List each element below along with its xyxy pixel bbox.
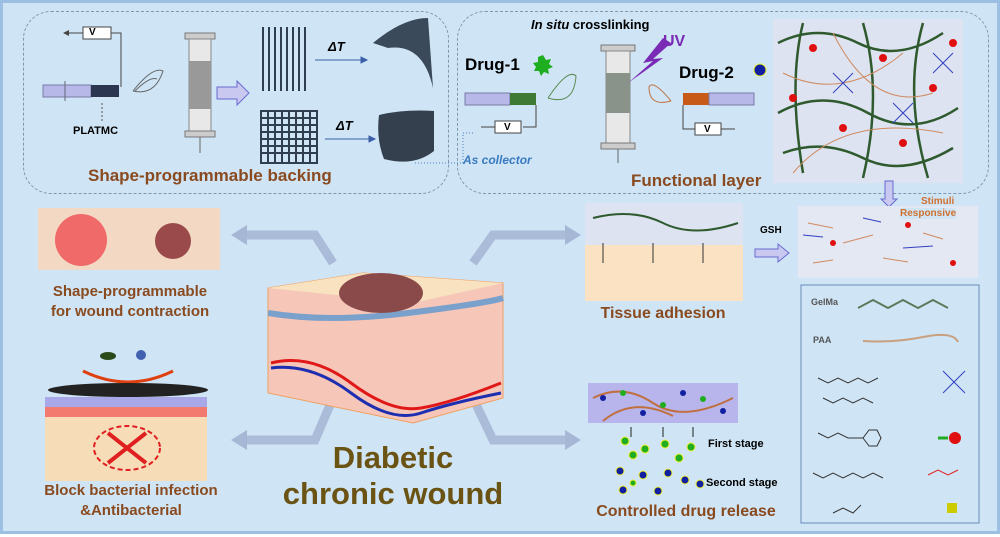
contraction-label-2: for wound contraction [50,303,210,320]
uv-label: UV [663,33,686,50]
aligned-fibers [262,27,306,91]
spray-cone [132,69,164,93]
first-stage-label: First stage [708,438,764,450]
antibacterial-label-2: &Antibacterial [80,502,182,519]
functional-title: Functional layer [631,171,762,190]
quaternary-ammonium-icon [947,503,957,513]
stimuli-label: Stimuli [921,196,955,207]
drug2-dot-icon [753,63,767,77]
gsh-label: GSH [760,225,782,236]
delta-t-label: ΔT [336,118,353,133]
crosslinking-text: crosslinking [572,17,650,32]
drug2-cone [648,84,672,103]
second-stage-label: Second stage [706,477,778,489]
antibacterial-illustration [45,350,208,481]
backing-panel [23,11,449,194]
center-title-1: Diabetic [332,440,454,475]
responsive-label: Responsive [900,208,957,219]
tissue-adhesion-illustration [585,203,743,301]
syringe-drug2 [682,92,755,136]
process-arrow [216,79,250,107]
legend-box [800,284,980,524]
drug1-cone [547,73,577,101]
hydrogel-network [773,19,963,183]
crosslinking-label: In situ crosslinking [531,17,649,32]
feature-arrows [243,230,568,445]
syringe-drug1 [464,92,537,134]
antibacterial-label-1: Block bacterial infection [44,482,218,499]
collector-link [415,132,473,164]
material-label: PLATMC [73,125,119,137]
heat-arrows [315,56,377,143]
paa-chain [862,333,959,343]
curved-grid-film [378,110,434,162]
functional-panel [457,11,989,194]
gelma-label: GelMa [811,297,839,307]
collector-drum-2 [600,44,636,163]
voltage-label: V [89,27,96,38]
grid-fibers [260,110,318,164]
delta-t-label: ΔT [328,39,345,54]
in-situ-text: In situ [531,17,570,32]
crosslinker-icon [942,370,966,394]
collector-drum [184,32,216,153]
drug1-label: Drug-1 [465,55,520,74]
wound-contraction-illustration [38,208,220,270]
gelma-chain [857,298,949,310]
voltage-label: V [504,122,511,133]
drug1-star-icon [533,55,553,76]
drug2-label: Drug-2 [679,63,734,82]
stimuli-arrow [879,180,899,208]
chemical-structures [812,377,884,514]
release-label: Controlled drug release [596,503,776,520]
drug-release-illustration [588,383,738,496]
skin-block-illustration [267,272,504,424]
illustrations [38,18,980,524]
voltage-source [63,26,122,87]
dopamine-icon [938,432,961,444]
curved-aligned-film [373,18,433,88]
paa-label: PAA [813,335,832,345]
adhesion-label: Tissue adhesion [600,305,726,322]
collector-label: As collector [463,153,532,167]
syringe-platmc [42,81,119,123]
voltage-label: V [704,124,711,135]
wound-dressing [339,273,423,313]
uv-bolt-icon [628,38,671,83]
backing-title: Shape-programmable backing [88,166,332,185]
contraction-label-1: Shape-programmable [52,283,208,300]
center-title-2: chronic wound [282,476,504,511]
disulfide-icon [927,469,959,476]
gsh-arrow [754,242,790,264]
